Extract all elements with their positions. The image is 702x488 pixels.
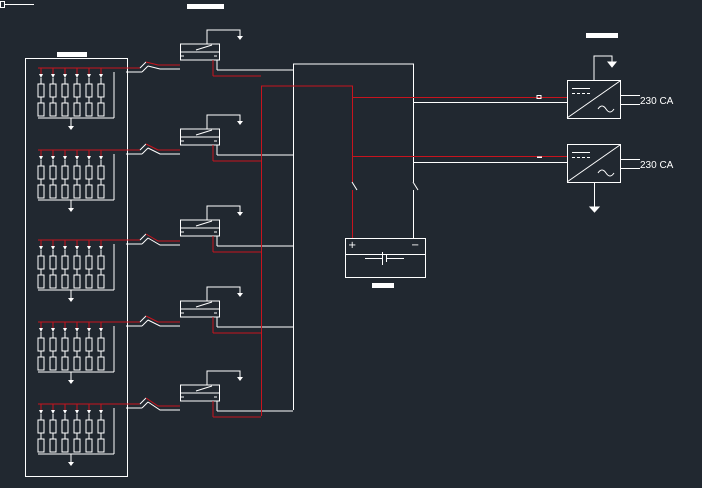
- pv-string-row: [37, 397, 180, 466]
- battery-plus-label: +: [348, 240, 356, 251]
- solar-module-icon: [37, 322, 45, 371]
- solar-module-icon: [97, 150, 105, 199]
- solar-module-icon: [61, 240, 69, 289]
- battery-icon: [345, 238, 426, 278]
- solar-module-icon: [49, 150, 57, 199]
- pv-string-row: [37, 143, 180, 212]
- pv-string-row: [37, 61, 180, 130]
- battery-label-block: [372, 283, 394, 288]
- solar-module-icon: [37, 150, 45, 199]
- switch-icon: [412, 178, 419, 238]
- solar-module-icon: [97, 68, 105, 117]
- ground-arrow-icon: [237, 377, 243, 381]
- solar-module-icon: [85, 404, 93, 453]
- inverter-icon: [566, 144, 640, 213]
- solar-module-icon: [73, 150, 81, 199]
- switch-icon: [351, 178, 358, 238]
- combiner-busbars: [261, 63, 567, 416]
- ground-arrow-icon: [68, 298, 74, 302]
- solar-module-icon: [61, 322, 69, 371]
- corner-marker-icon: [0, 1, 34, 8]
- inverter-label-block: [586, 33, 618, 38]
- ground-arrow-icon: [68, 380, 74, 384]
- ground-arrow-icon: [68, 126, 74, 130]
- inverter-output-label: 230 CA: [640, 96, 674, 107]
- pv-array-enclosure: [25, 58, 128, 477]
- breaker-icon: [180, 29, 293, 77]
- solar-module-icon: [49, 68, 57, 117]
- breaker-icon: [180, 286, 293, 334]
- solar-module-icon: [49, 404, 57, 453]
- solar-module-icon: [73, 404, 81, 453]
- solar-module-icon: [37, 68, 45, 117]
- dc-polarity-marker: [537, 156, 542, 158]
- breaker-icon: [180, 205, 293, 253]
- solar-module-icon: [85, 322, 93, 371]
- solar-module-icon: [73, 68, 81, 117]
- solar-module-icon: [85, 240, 93, 289]
- solar-module-icon: [37, 404, 45, 453]
- solar-module-icon: [61, 150, 69, 199]
- solar-module-icon: [73, 240, 81, 289]
- solar-module-icon: [85, 68, 93, 117]
- pv-array-label-block: [57, 52, 87, 57]
- solar-module-icon: [61, 68, 69, 117]
- ground-arrow-icon: [237, 36, 243, 40]
- ground-arrow-icon: [237, 212, 243, 216]
- solar-module-icon: [37, 240, 45, 289]
- ground-arrow-icon: [68, 208, 74, 212]
- inverter-icon: [566, 55, 640, 119]
- dc-polarity-marker: [536, 95, 542, 99]
- solar-module-icon: [61, 404, 69, 453]
- solar-module-icon: [49, 240, 57, 289]
- battery-minus-label: −: [411, 240, 419, 251]
- solar-module-icon: [73, 322, 81, 371]
- ground-arrow-icon: [237, 121, 243, 125]
- pv-string-row: [37, 315, 180, 384]
- solar-module-icon: [49, 322, 57, 371]
- pv-string-row: [37, 233, 180, 302]
- breaker-icon: [180, 114, 293, 162]
- solar-module-icon: [97, 404, 105, 453]
- inverter-output-label: 230 CA: [640, 160, 674, 171]
- solar-module-icon: [85, 150, 93, 199]
- solar-module-icon: [97, 322, 105, 371]
- breaker-icon: [180, 370, 293, 418]
- solar-module-icon: [97, 240, 105, 289]
- breaker-label-block: [187, 4, 224, 9]
- ground-arrow-icon: [237, 293, 243, 297]
- ground-arrow-icon: [68, 462, 74, 466]
